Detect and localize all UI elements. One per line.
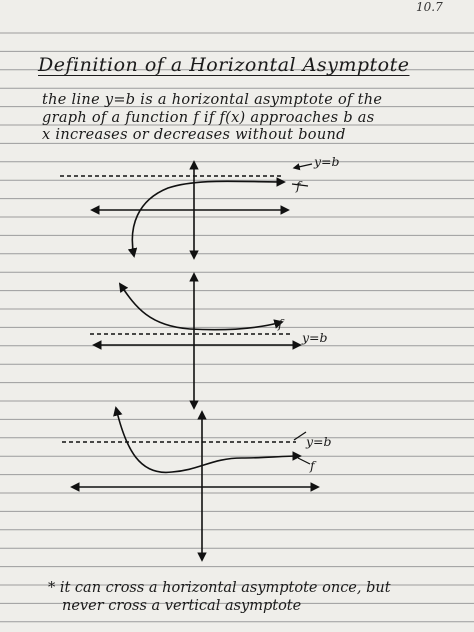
page-number: 10.7 [416, 0, 443, 14]
note-line-2: never cross a vertical asymptote [62, 598, 302, 614]
definition-line-2: graph of a function f if f(x) approaches… [42, 110, 375, 126]
graph-1-curve-label: f [295, 178, 303, 193]
note-line-1: * it can cross a horizontal asymptote on… [48, 580, 391, 596]
graph-1-asym-pointer [292, 163, 313, 171]
graph-2-curve [118, 282, 284, 331]
graph-3 [62, 406, 320, 562]
graph-3-curve-pointer [297, 457, 311, 465]
graph-2 [90, 272, 302, 410]
graph-1-asymptote-label: y=b [313, 154, 340, 169]
definition-line-3: x increases or decreases without bound [42, 127, 346, 143]
graph-1-curve-pointer [291, 183, 309, 187]
graph-2-curve-label: f [277, 316, 285, 331]
definition-line-1: the line y=b is a horizontal asymptote o… [42, 92, 383, 108]
graph-3-asymptote-label: y=b [305, 434, 332, 449]
graph-1-curve [127, 177, 286, 258]
graph-3-asym-pointer [293, 431, 307, 441]
graph-3-curve-label: f [309, 458, 317, 473]
graph-3-curve [113, 406, 302, 474]
page-title: Definition of a Horizontal Asymptote [38, 54, 410, 76]
graph-2-asymptote-label: y=b [301, 330, 328, 345]
graph-1 [60, 160, 313, 260]
